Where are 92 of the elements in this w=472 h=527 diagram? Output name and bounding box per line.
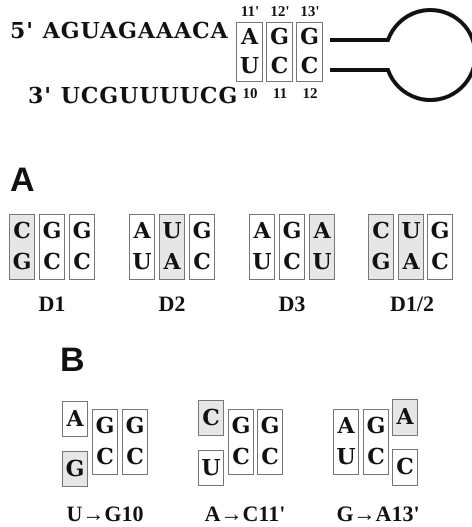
panel-letter: B [60, 342, 85, 378]
base-box [398, 214, 424, 280]
nucleotide-letter: C [125, 443, 145, 472]
nucleotide-letter: U [238, 52, 260, 80]
construct-label: D3 [278, 292, 306, 316]
base-box [249, 214, 275, 280]
nucleotide-letter: U [200, 454, 222, 482]
nucleotide-letter: C [192, 248, 212, 276]
nucleotide-letter: C [282, 248, 302, 276]
nucleotide-letter: C [201, 404, 221, 432]
nucleotide-letter: G [370, 248, 392, 276]
nucleotide-letter: U [131, 248, 153, 276]
base-box [392, 399, 418, 436]
base-box [122, 409, 148, 475]
position-number: 12' [269, 4, 291, 20]
position-number: 10 [242, 86, 258, 102]
base-box [368, 214, 394, 280]
nucleotide-letter: A [162, 248, 182, 276]
mutation-label: U→G10 [66, 502, 144, 526]
nucleotide-letter: C [366, 443, 386, 472]
nucleotide-letter: C [260, 443, 280, 472]
base-box [296, 22, 323, 82]
nucleotide-letter: A [395, 403, 415, 431]
position-number: 13' [299, 4, 321, 20]
position-number: 11 [272, 86, 288, 102]
nucleotide-letter: C [430, 248, 450, 276]
nucleotide-letter: U [161, 216, 183, 245]
nucleotide-letter: G [64, 454, 86, 482]
nucleotide-letter: U [335, 443, 357, 472]
base-box [39, 214, 65, 280]
construct-label: D1/2 [389, 292, 435, 316]
position-number: 12 [302, 86, 318, 102]
base-box [198, 450, 224, 486]
nucleotide-letter: G [192, 216, 212, 245]
sequence-label: 5' AGUAGAAACA [10, 17, 229, 46]
nucleotide-letter: A [401, 248, 421, 276]
base-box [236, 22, 263, 82]
base-box [392, 449, 418, 486]
sequence-label: 3' UCGUUUUCG [28, 82, 238, 111]
nucleotide-letter: C [270, 52, 290, 80]
nucleotide-letter: U [400, 216, 422, 245]
base-box [92, 409, 118, 475]
base-box [266, 22, 293, 82]
construct-label: D1 [38, 292, 66, 316]
nucleotide-letter: A [336, 412, 356, 440]
base-box [62, 451, 88, 487]
base-box [333, 409, 359, 475]
nucleotide-letter: G [72, 216, 92, 245]
nucleotide-letter: C [72, 248, 92, 276]
nucleotide-letter: G [230, 412, 252, 440]
base-box [129, 214, 155, 280]
nucleotide-letter: G [282, 216, 302, 245]
nucleotide-letter: C [371, 216, 391, 245]
base-box [363, 409, 389, 475]
nucleotide-letter: A [252, 216, 272, 245]
nucleotide-letter: A [132, 216, 152, 245]
nucleotide-letter: G [366, 412, 386, 440]
nucleotide-letter: C [42, 248, 62, 276]
base-box [427, 214, 453, 280]
base-box [279, 214, 305, 280]
base-box [62, 401, 88, 437]
nucleotide-letter: G [430, 216, 450, 245]
nucleotide-letter: G [12, 248, 32, 276]
nucleotide-letter: U [311, 248, 333, 276]
base-box [69, 214, 95, 280]
base-box [9, 214, 35, 280]
base-box [159, 214, 185, 280]
panel-letter: A [10, 162, 35, 198]
nucleotide-letter: C [95, 443, 115, 472]
base-box [189, 214, 215, 280]
nucleotide-letter: U [251, 248, 273, 276]
position-number: 11' [240, 4, 260, 20]
nucleotide-letter: C [300, 52, 320, 80]
nucleotide-letter: C [395, 453, 415, 481]
construct-label: D2 [158, 292, 186, 316]
nucleotide-letter: C [12, 216, 32, 245]
base-box [228, 409, 254, 475]
nucleotide-letter: A [65, 404, 85, 432]
mutation-label: A→C11' [204, 502, 286, 526]
nucleotide-letter: G [124, 412, 146, 440]
base-box [309, 214, 335, 280]
nucleotide-letter: G [42, 216, 62, 245]
base-box [198, 400, 224, 436]
nucleotide-letter: A [312, 216, 332, 245]
nucleotide-letter: C [231, 443, 251, 472]
nucleotide-letter: G [269, 23, 290, 52]
nucleotide-letter: A [240, 23, 260, 52]
mutation-label: G→A13' [335, 502, 421, 526]
nucleotide-letter: G [94, 412, 116, 440]
base-box [257, 409, 283, 475]
nucleotide-letter: G [260, 412, 280, 440]
nucleotide-letter: G [299, 23, 320, 52]
